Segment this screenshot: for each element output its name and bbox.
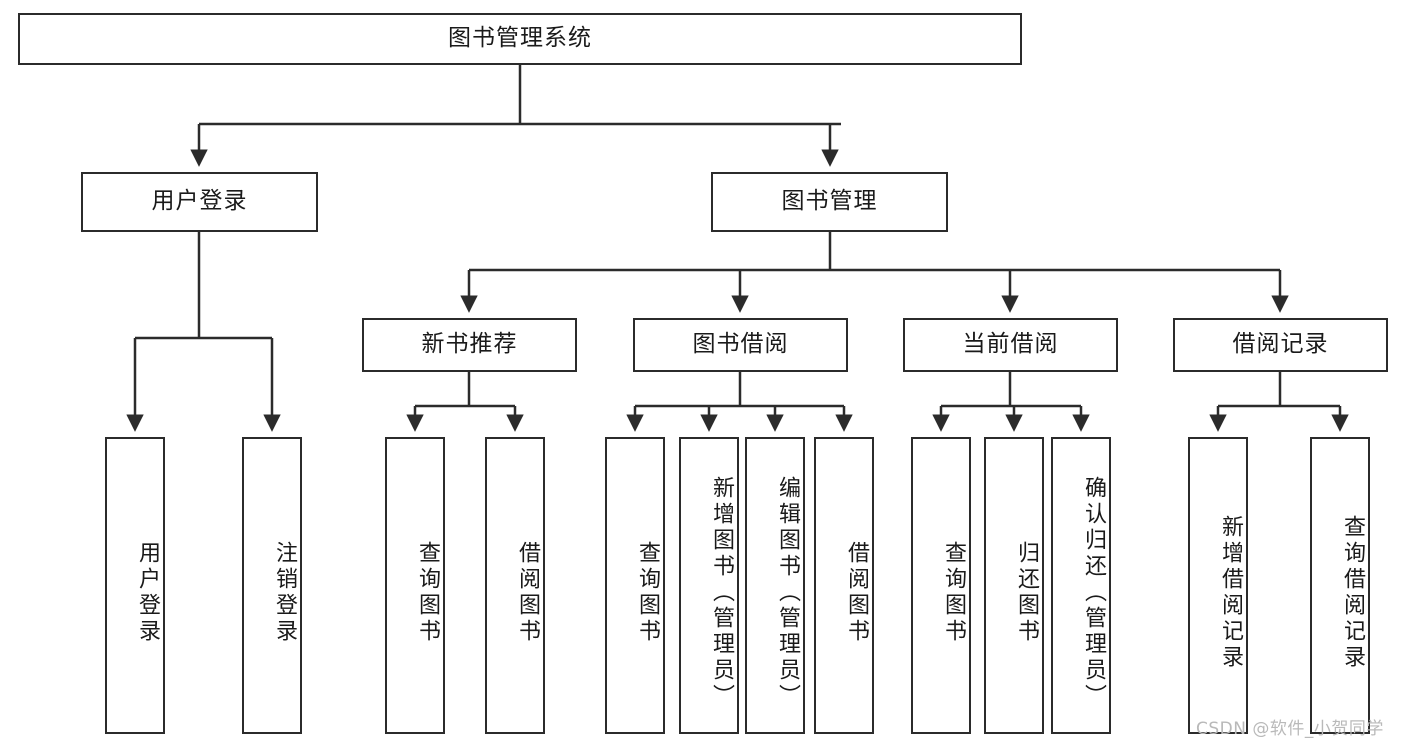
leaf-user-login[interactable]: 用户登录 <box>105 437 165 734</box>
leaf-borrow-book-newbook[interactable]: 借阅图书 <box>485 437 545 734</box>
leaf-confirm-return-admin[interactable]: 确认归还（管理员） <box>1051 437 1111 734</box>
leaf-query-book-borrow[interactable]: 查询图书 <box>605 437 665 734</box>
node-current-borrow[interactable]: 当前借阅 <box>903 318 1118 372</box>
leaf-query-borrow-record[interactable]: 查询借阅记录 <box>1310 437 1370 734</box>
leaf-query-book-newbook[interactable]: 查询图书 <box>385 437 445 734</box>
leaf-edit-book-admin[interactable]: 编辑图书（管理员） <box>745 437 805 734</box>
node-book-borrow[interactable]: 图书借阅 <box>633 318 848 372</box>
node-book-management[interactable]: 图书管理 <box>711 172 948 232</box>
leaf-query-book-current[interactable]: 查询图书 <box>911 437 971 734</box>
leaf-return-book[interactable]: 归还图书 <box>984 437 1044 734</box>
node-new-book-recommend[interactable]: 新书推荐 <box>362 318 577 372</box>
node-borrow-record[interactable]: 借阅记录 <box>1173 318 1388 372</box>
leaf-logout-login[interactable]: 注销登录 <box>242 437 302 734</box>
leaf-add-book-admin[interactable]: 新增图书（管理员） <box>679 437 739 734</box>
leaf-borrow-book[interactable]: 借阅图书 <box>814 437 874 734</box>
node-user-login[interactable]: 用户登录 <box>81 172 318 232</box>
leaf-add-borrow-record[interactable]: 新增借阅记录 <box>1188 437 1248 734</box>
csdn-watermark: CSDN @软件_小贺同学 <box>1196 719 1384 739</box>
node-root[interactable]: 图书管理系统 <box>18 13 1022 65</box>
